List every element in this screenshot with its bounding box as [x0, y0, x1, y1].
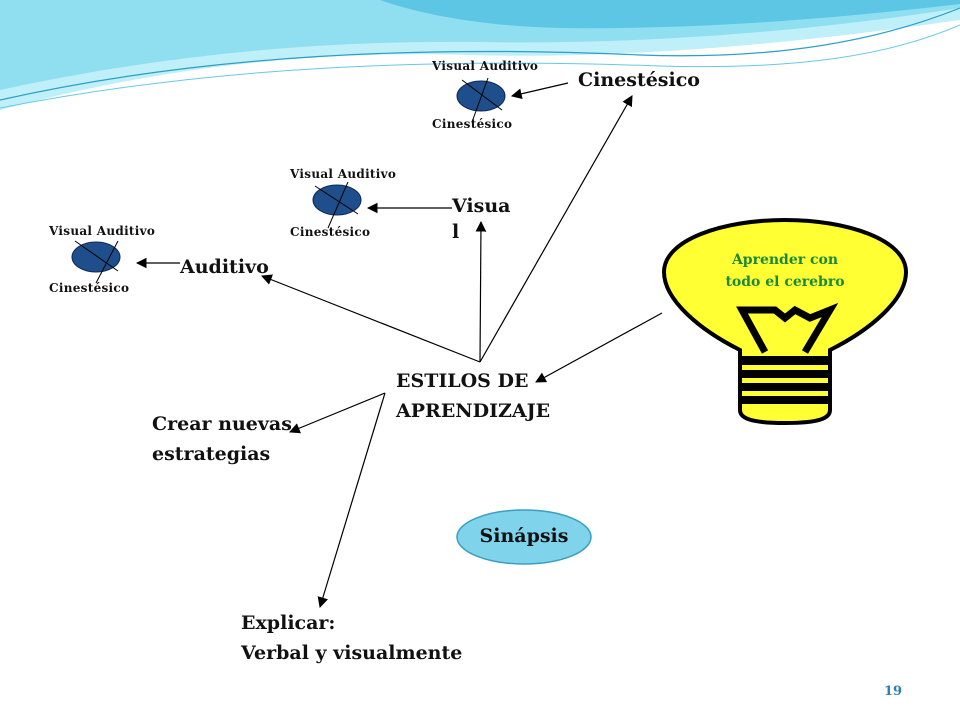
- label-auditivo: Auditivo: [180, 256, 269, 278]
- arrow-to-circle-3: [510, 82, 569, 100]
- center-title-line-2: APRENDIZAJE: [396, 400, 551, 422]
- header-wave: [0, 0, 960, 110]
- label-visual-line-2: l: [452, 221, 460, 243]
- bulb-text-line-1: Aprender con: [731, 252, 839, 268]
- arrow-to-explicar: [317, 392, 386, 609]
- arrow-to-auditivo: [260, 274, 481, 363]
- mini-circle-1: [71, 240, 121, 284]
- mini-circle-3: [456, 77, 506, 123]
- circle-1-bottom-label: Cinestésico: [49, 281, 130, 295]
- label-cinestesico: Cinestésico: [578, 69, 700, 91]
- circle-2-top-label: Visual Auditivo: [290, 167, 397, 181]
- circle-3-top-label: Visual Auditivo: [432, 59, 539, 73]
- label-explicar: Explicar: Verbal y visualmente: [241, 608, 462, 668]
- label-crear-line-1: Crear nuevas: [152, 413, 292, 435]
- mini-circle-2: [312, 181, 362, 229]
- label-explicar-line-1: Explicar:: [241, 612, 336, 634]
- circle-2-bottom-label: Cinestésico: [290, 225, 371, 239]
- arrow-bulb-to-center: [535, 312, 663, 383]
- sinapsis-label: Sinápsis: [479, 525, 569, 547]
- circle-3-bottom-label: Cinestésico: [432, 117, 513, 131]
- circle-1-top-label: Visual Auditivo: [49, 224, 156, 238]
- light-bulb: [661, 217, 909, 426]
- arrow-to-cinestesico: [479, 95, 633, 363]
- center-title: ESTILOS DE APRENDIZAJE: [396, 366, 550, 426]
- sinapsis-ellipse: [456, 509, 592, 565]
- page-number: 19: [884, 684, 903, 699]
- bulb-text: Aprender con todo el cerebro: [705, 249, 865, 293]
- bulb-text-line-2: todo el cerebro: [725, 274, 845, 290]
- center-title-line-1: ESTILOS DE: [396, 370, 529, 392]
- label-crear-estrategias: Crear nuevas estrategias: [152, 409, 292, 469]
- label-visual: Visua l: [452, 193, 510, 245]
- arrow-to-crear: [289, 392, 386, 434]
- label-crear-line-2: estrategias: [152, 443, 271, 465]
- label-visual-line-1: Visua: [452, 195, 511, 217]
- arrow-to-visual: [475, 220, 487, 363]
- label-explicar-line-2: Verbal y visualmente: [241, 642, 463, 664]
